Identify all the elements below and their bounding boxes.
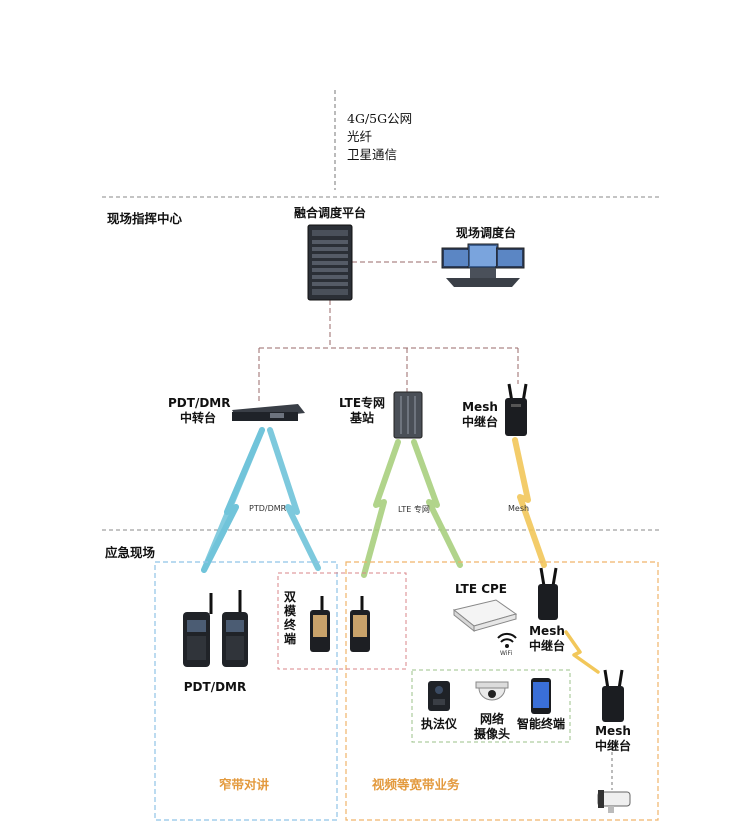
mesh-relay-mid-label-line2: 中继台 xyxy=(528,639,565,653)
lte-base-station-icon xyxy=(393,391,423,439)
lte-station-label-line1: LTE专网 xyxy=(338,396,386,410)
narrowband-zone-label: 窄带对讲 xyxy=(219,777,270,792)
pdt-link-label: PTD/DMR xyxy=(249,504,287,513)
mesh-relay-mid-label-line1: Mesh xyxy=(529,624,565,638)
dispatch-console-icon xyxy=(441,243,525,287)
pdt-repeater-label: PDT/DMR 中转台 xyxy=(168,396,231,426)
lte-station-label-line2: 基站 xyxy=(349,411,374,425)
network-camera-label: 网络 摄像头 xyxy=(468,712,516,742)
mesh-relay-top-label: Mesh 中继台 xyxy=(455,400,505,430)
mesh-relay-mid-icon xyxy=(538,567,558,620)
dual-mode-phone-right-icon xyxy=(350,596,370,652)
terminal-group-box xyxy=(411,669,571,743)
section-command-center: 现场指挥中心 xyxy=(107,211,183,226)
law-recorder-icon xyxy=(428,681,450,711)
dual-mode-zone xyxy=(277,572,407,670)
mesh-relay-top-icon xyxy=(505,383,528,436)
wifi-icon xyxy=(497,632,517,648)
fusion-platform-label: 融合调度平台 xyxy=(293,206,366,220)
pdt-repeater-icon xyxy=(232,404,305,421)
pdt-repeater-label-line1: PDT/DMR xyxy=(168,396,231,410)
law-recorder-label: 执法仪 xyxy=(420,717,457,731)
narrowband-zone xyxy=(154,561,338,821)
wan-link-cellular: 4G/5G公网 xyxy=(347,111,413,126)
mesh-relay-low-icon xyxy=(602,669,624,722)
pdt-handsets-label: PDT/DMR xyxy=(183,680,247,694)
mesh-beam xyxy=(512,437,547,568)
mesh-relay-low-label-line1: Mesh xyxy=(595,724,631,738)
mesh-link-label: Mesh xyxy=(508,504,530,513)
lte-cpe-label: LTE CPE xyxy=(454,582,508,596)
lte-link-label: LTE 专网 xyxy=(398,505,430,514)
network-camera-label-line1: 网络 xyxy=(479,712,504,726)
server-rack-icon xyxy=(307,224,353,301)
mesh-relay-top-label-line2: 中继台 xyxy=(461,415,498,429)
dome-camera-icon xyxy=(475,681,509,701)
mesh-relay-low-label-line2: 中继台 xyxy=(594,739,631,753)
network-camera-label-line2: 摄像头 xyxy=(473,727,510,741)
pdt-handset-left-icon xyxy=(183,593,213,667)
smart-terminal-label: 智能终端 xyxy=(516,717,565,731)
bullet-camera-icon xyxy=(597,790,631,813)
broadband-zone xyxy=(345,561,659,821)
mesh-relay-mid-label: Mesh 中继台 xyxy=(522,624,572,654)
lte-beam-left xyxy=(361,439,401,578)
dual-mode-phone-left-icon xyxy=(310,596,330,652)
mesh-relay-link xyxy=(564,630,600,674)
pdt-beam-left-line xyxy=(201,427,265,573)
wan-link-satellite: 卫星通信 xyxy=(347,147,398,162)
pdt-beam-right xyxy=(267,427,321,571)
pdt-repeater-label-line2: 中转台 xyxy=(179,411,216,425)
mesh-relay-low-label: Mesh 中继台 xyxy=(588,724,638,754)
broadband-zone-label: 视频等宽带业务 xyxy=(372,777,460,792)
wan-link-list: 4G/5G公网 光纤 卫星通信 xyxy=(347,110,412,164)
smart-terminal-icon xyxy=(531,678,551,714)
dual-mode-terminal-label: 双模终端 xyxy=(283,590,296,646)
wan-link-fiber: 光纤 xyxy=(347,129,373,144)
section-emergency-site: 应急现场 xyxy=(105,545,156,560)
lte-station-label: LTE专网 基站 xyxy=(334,396,390,426)
lte-beam-right xyxy=(411,439,463,568)
wifi-label: WiFi xyxy=(500,650,513,657)
mesh-relay-top-label-line1: Mesh xyxy=(462,400,498,414)
lte-cpe-icon xyxy=(452,599,518,633)
pdt-handset-right-icon xyxy=(222,590,248,667)
dispatch-console-label: 现场调度台 xyxy=(455,226,516,240)
